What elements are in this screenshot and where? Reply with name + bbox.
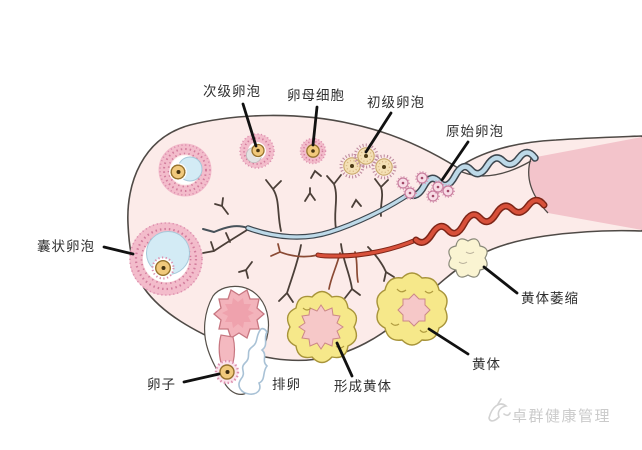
ovum-graphic	[216, 361, 239, 384]
forming-corpus-luteum-graphic	[288, 292, 357, 363]
label-ovum: 卵子	[147, 377, 176, 392]
leader-corpus-luteum	[429, 329, 468, 354]
label-cystic-follicle: 囊状卵泡	[37, 239, 95, 254]
cystic-follicle-graphic	[130, 223, 202, 295]
label-primary-follicle: 初级卵泡	[367, 95, 425, 110]
label-ovulation: 排卵	[272, 377, 301, 392]
watermark-logo	[489, 399, 510, 421]
tertiary-follicle-graphic	[160, 145, 210, 195]
watermark-text: 卓群健康管理	[512, 405, 611, 426]
leader-corpus-luteum-atrophy	[484, 267, 517, 293]
label-corpus-luteum-atrophy: 黄体萎缩	[521, 291, 579, 306]
label-forming-corpus-luteum: 形成黄体	[334, 379, 392, 394]
label-secondary-follicle: 次级卵泡	[203, 84, 261, 99]
label-corpus-luteum: 黄体	[472, 357, 501, 372]
leader-cystic-follicle	[104, 247, 133, 254]
label-primordial-follicle: 原始卵泡	[446, 124, 504, 139]
secondary-follicle-graphic	[240, 134, 274, 168]
leader-ovum	[184, 374, 219, 382]
label-oocyte-cell: 卵母细胞	[287, 88, 345, 103]
